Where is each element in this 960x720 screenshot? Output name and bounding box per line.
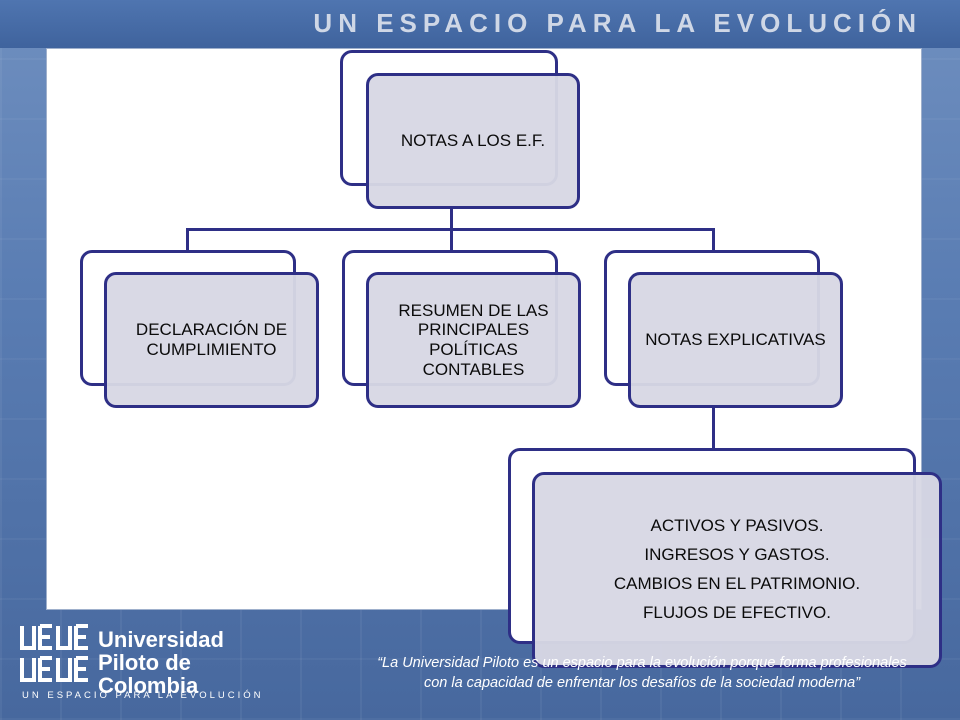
connector-notes-down xyxy=(712,408,715,448)
header-title: UN ESPACIO PARA LA EVOLUCIÓN xyxy=(313,8,922,38)
root-node: NOTAS A LOS E.F. xyxy=(366,73,580,209)
child-node-1-label: DECLARACIÓN DE CUMPLIMIENTO xyxy=(135,320,288,359)
leaf-item-3: CAMBIOS EN EL PATRIMONIO. xyxy=(613,574,861,593)
child-node-3-label: NOTAS EXPLICATIVAS xyxy=(645,330,826,350)
leaf-node: ACTIVOS Y PASIVOS. INGRESOS Y GASTOS. CA… xyxy=(532,472,942,668)
child-node-3: NOTAS EXPLICATIVAS xyxy=(628,272,843,408)
connector-root-down xyxy=(450,208,453,230)
connector-left-down xyxy=(186,228,189,250)
logo-tagline: UN ESPACIO PARA LA EVOLUCIÓN xyxy=(22,690,264,701)
leaf-item-4: FLUJOS DE EFECTIVO. xyxy=(643,602,831,622)
root-node-label: NOTAS A LOS E.F. xyxy=(400,131,546,151)
child-node-1: DECLARACIÓN DE CUMPLIMIENTO xyxy=(104,272,319,408)
connector-right-down xyxy=(712,228,715,250)
logo-mark-icon xyxy=(20,624,88,682)
logo-name: Universidad Piloto de Colombia xyxy=(98,627,224,699)
leaf-item-2: INGRESOS Y GASTOS. xyxy=(644,545,830,565)
header-bar: UN ESPACIO PARA LA EVOLUCIÓN xyxy=(0,0,960,48)
footer-quote: “La Universidad Piloto es un espacio par… xyxy=(377,655,907,691)
university-logo: Universidad Piloto de Colombia UN ESPACI… xyxy=(18,622,261,712)
child-node-2: RESUMEN DE LAS PRINCIPALES POLÍTICAS CON… xyxy=(366,272,581,408)
leaf-item-1: ACTIVOS Y PASIVOS. xyxy=(650,516,824,536)
connector-middle-down xyxy=(450,228,453,250)
child-node-2-label: RESUMEN DE LAS PRINCIPALES POLÍTICAS CON… xyxy=(398,300,549,379)
